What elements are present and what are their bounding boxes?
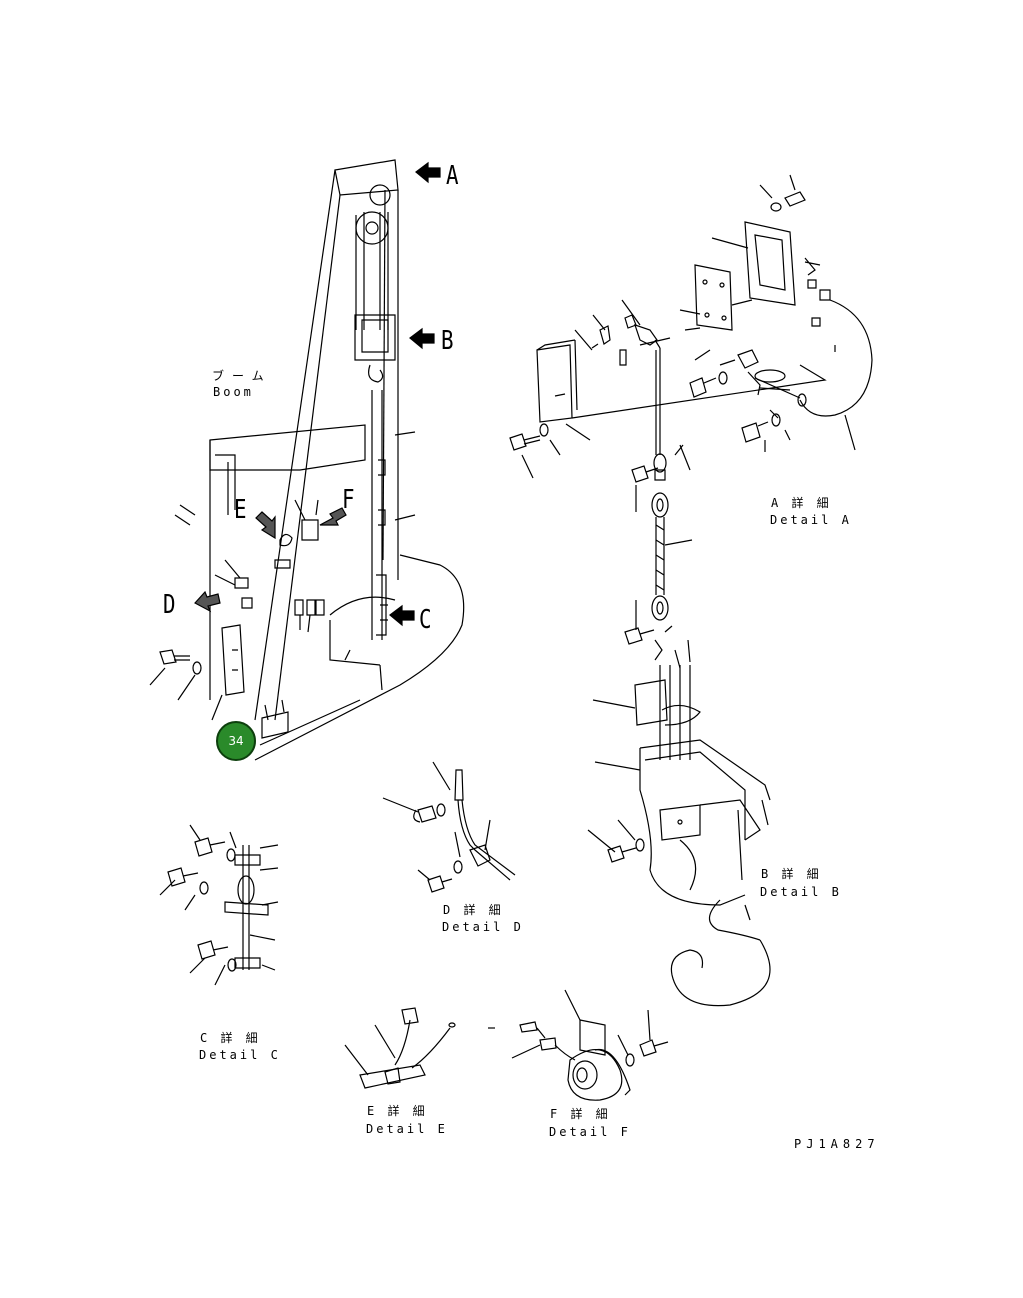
detail-c-title-jp: C 詳 細	[200, 1031, 261, 1045]
detail-e-drawing	[344, 1007, 495, 1089]
detail-b-drawing	[587, 639, 771, 1007]
detail-f-drawing	[511, 989, 669, 1101]
detail-d-title-jp: D 詳 細	[443, 903, 504, 917]
detail-c-drawing	[159, 824, 279, 986]
detail-b-title-en: Detail B	[760, 885, 842, 899]
view-arrows	[194, 161, 441, 627]
view-d-label: D	[163, 590, 176, 620]
detail-d-title-en: Detail D	[442, 920, 524, 934]
detail-f-title-en: Detail F	[549, 1125, 631, 1139]
boom-label-en: Boom	[213, 385, 254, 399]
detail-b-title-jp: B 詳 細	[761, 867, 822, 881]
view-a-label: A	[446, 161, 459, 191]
view-c-label: C	[419, 605, 432, 635]
part-hotspot-badge[interactable]: 34	[216, 721, 256, 761]
detail-f-title-jp: F 詳 細	[550, 1107, 611, 1121]
view-f-label: F	[342, 485, 355, 515]
view-e-label: E	[234, 495, 247, 525]
detail-e-title-jp: E 詳 細	[367, 1104, 428, 1118]
view-b-label: B	[441, 326, 454, 356]
detail-e-title-en: Detail E	[366, 1122, 448, 1136]
detail-c-title-en: Detail C	[199, 1048, 281, 1062]
boom-assembly	[149, 159, 465, 761]
detail-a-title-en: Detail A	[770, 513, 852, 527]
detail-d-drawing	[382, 761, 516, 893]
boom-label-jp: ブーム	[212, 369, 272, 383]
detail-a-drawing	[509, 174, 873, 661]
detail-a-title-jp: A 詳 細	[771, 496, 832, 510]
drawing-code: PJ1A827	[794, 1137, 880, 1151]
